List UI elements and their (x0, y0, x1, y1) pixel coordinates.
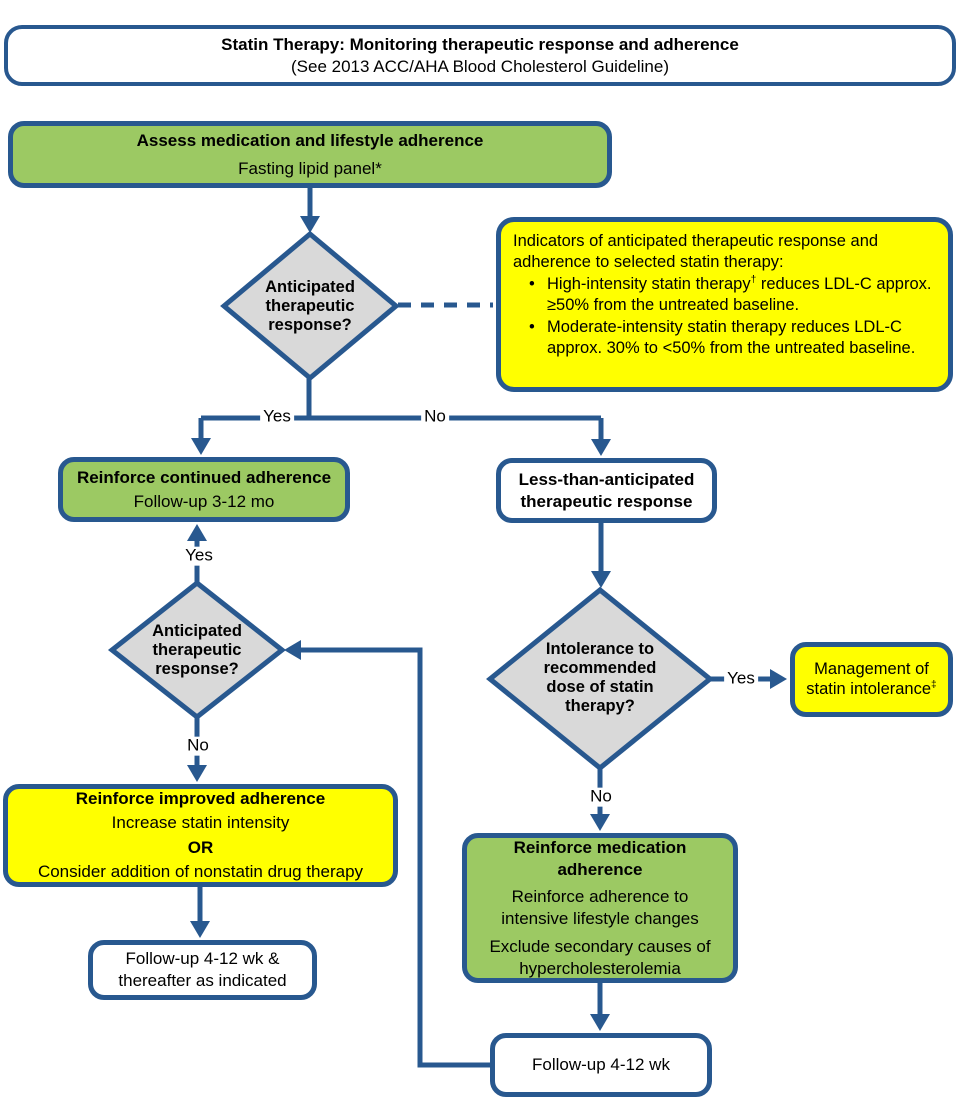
decision-statin-intolerance-diamond (486, 586, 714, 772)
info-intro: Indicators of anticipated therapeutic re… (513, 232, 879, 272)
title-box: Statin Therapy: Monitoring therapeutic r… (4, 25, 956, 86)
bullet-icon: • (529, 317, 535, 336)
reinforce-continued-title: Reinforce continued adherence (76, 467, 332, 487)
decision-diamonds (107, 230, 714, 772)
edge-label-yes-right: Yes (724, 669, 758, 689)
reinforce-improved-title: Reinforce improved adherence (75, 789, 326, 809)
bullet1-text-cont: reduces LDL-C approx. ≥50% from the untr… (547, 274, 932, 315)
reinforce-continued-subtitle: Follow-up 3-12 mo (133, 492, 275, 511)
assess-adherence-box: Assess medication and lifestyle adherenc… (8, 121, 612, 188)
reinforce-continued-adherence-box: Reinforce continued adherence Follow-up … (58, 457, 350, 522)
less-than-text: Less-than-anticipated therapeutic respon… (518, 470, 695, 511)
followup-left-box: Follow-up 4-12 wk & thereafter as indica… (88, 940, 317, 1000)
bullet-icon: • (529, 274, 535, 293)
followup-bottom-text: Follow-up 4-12 wk (532, 1055, 670, 1075)
arrowheads (187, 216, 787, 1031)
reinforce-improved-adherence-box: Reinforce improved adherence Increase st… (3, 784, 398, 887)
indicators-info-box: Indicators of anticipated therapeutic re… (496, 217, 953, 392)
reinforce-medication-adherence-box: Reinforce medication adherence Reinforce… (462, 833, 738, 983)
dagger-mark: † (750, 274, 757, 286)
reinforce-medication-title: Reinforce medication adherence (513, 837, 687, 879)
page-subtitle: (See 2013 ACC/AHA Blood Cholesterol Guid… (291, 56, 669, 76)
bullet1-text: High-intensity statin therapy (547, 274, 751, 293)
reinforce-improved-or: OR (187, 837, 214, 857)
followup-left-text: Follow-up 4-12 wk & thereafter as indica… (118, 948, 287, 990)
info-bullet-2: • Moderate-intensity statin therapy redu… (513, 317, 938, 360)
edge-label-yes-top: Yes (260, 407, 294, 427)
decision-anticipated-response-top-diamond (220, 230, 400, 382)
decision-anticipated-response-left-diamond (107, 579, 287, 721)
edge-label-no-right: No (587, 787, 615, 807)
edge-label-yes-left: Yes (182, 546, 216, 566)
info-bullet-1: • High-intensity statin therapy† reduces… (513, 274, 938, 317)
reinforce-medication-line2: Exclude secondary causes of hypercholest… (489, 936, 711, 978)
reinforce-improved-line2: Consider addition of nonstatin drug ther… (37, 861, 364, 881)
edge-label-no-top: No (421, 407, 449, 427)
assess-subtitle: Fasting lipid panel* (238, 159, 382, 178)
edge-label-no-left: No (184, 736, 212, 756)
followup-bottom-box: Follow-up 4-12 wk (490, 1033, 712, 1097)
bullet2-text: Moderate-intensity statin therapy reduce… (547, 317, 916, 358)
management-text: Management of statin intolerance (806, 659, 932, 698)
page-title: Statin Therapy: Monitoring therapeutic r… (221, 35, 739, 55)
less-than-anticipated-box: Less-than-anticipated therapeutic respon… (496, 458, 717, 523)
reinforce-improved-line1: Increase statin intensity (111, 813, 290, 833)
reinforce-medication-line1: Reinforce adherence to intensive lifesty… (501, 887, 699, 928)
management-statin-intolerance-box: Management of statin intolerance‡ (790, 642, 953, 717)
double-dagger-mark: ‡ (931, 679, 937, 690)
assess-title: Assess medication and lifestyle adherenc… (136, 130, 484, 150)
